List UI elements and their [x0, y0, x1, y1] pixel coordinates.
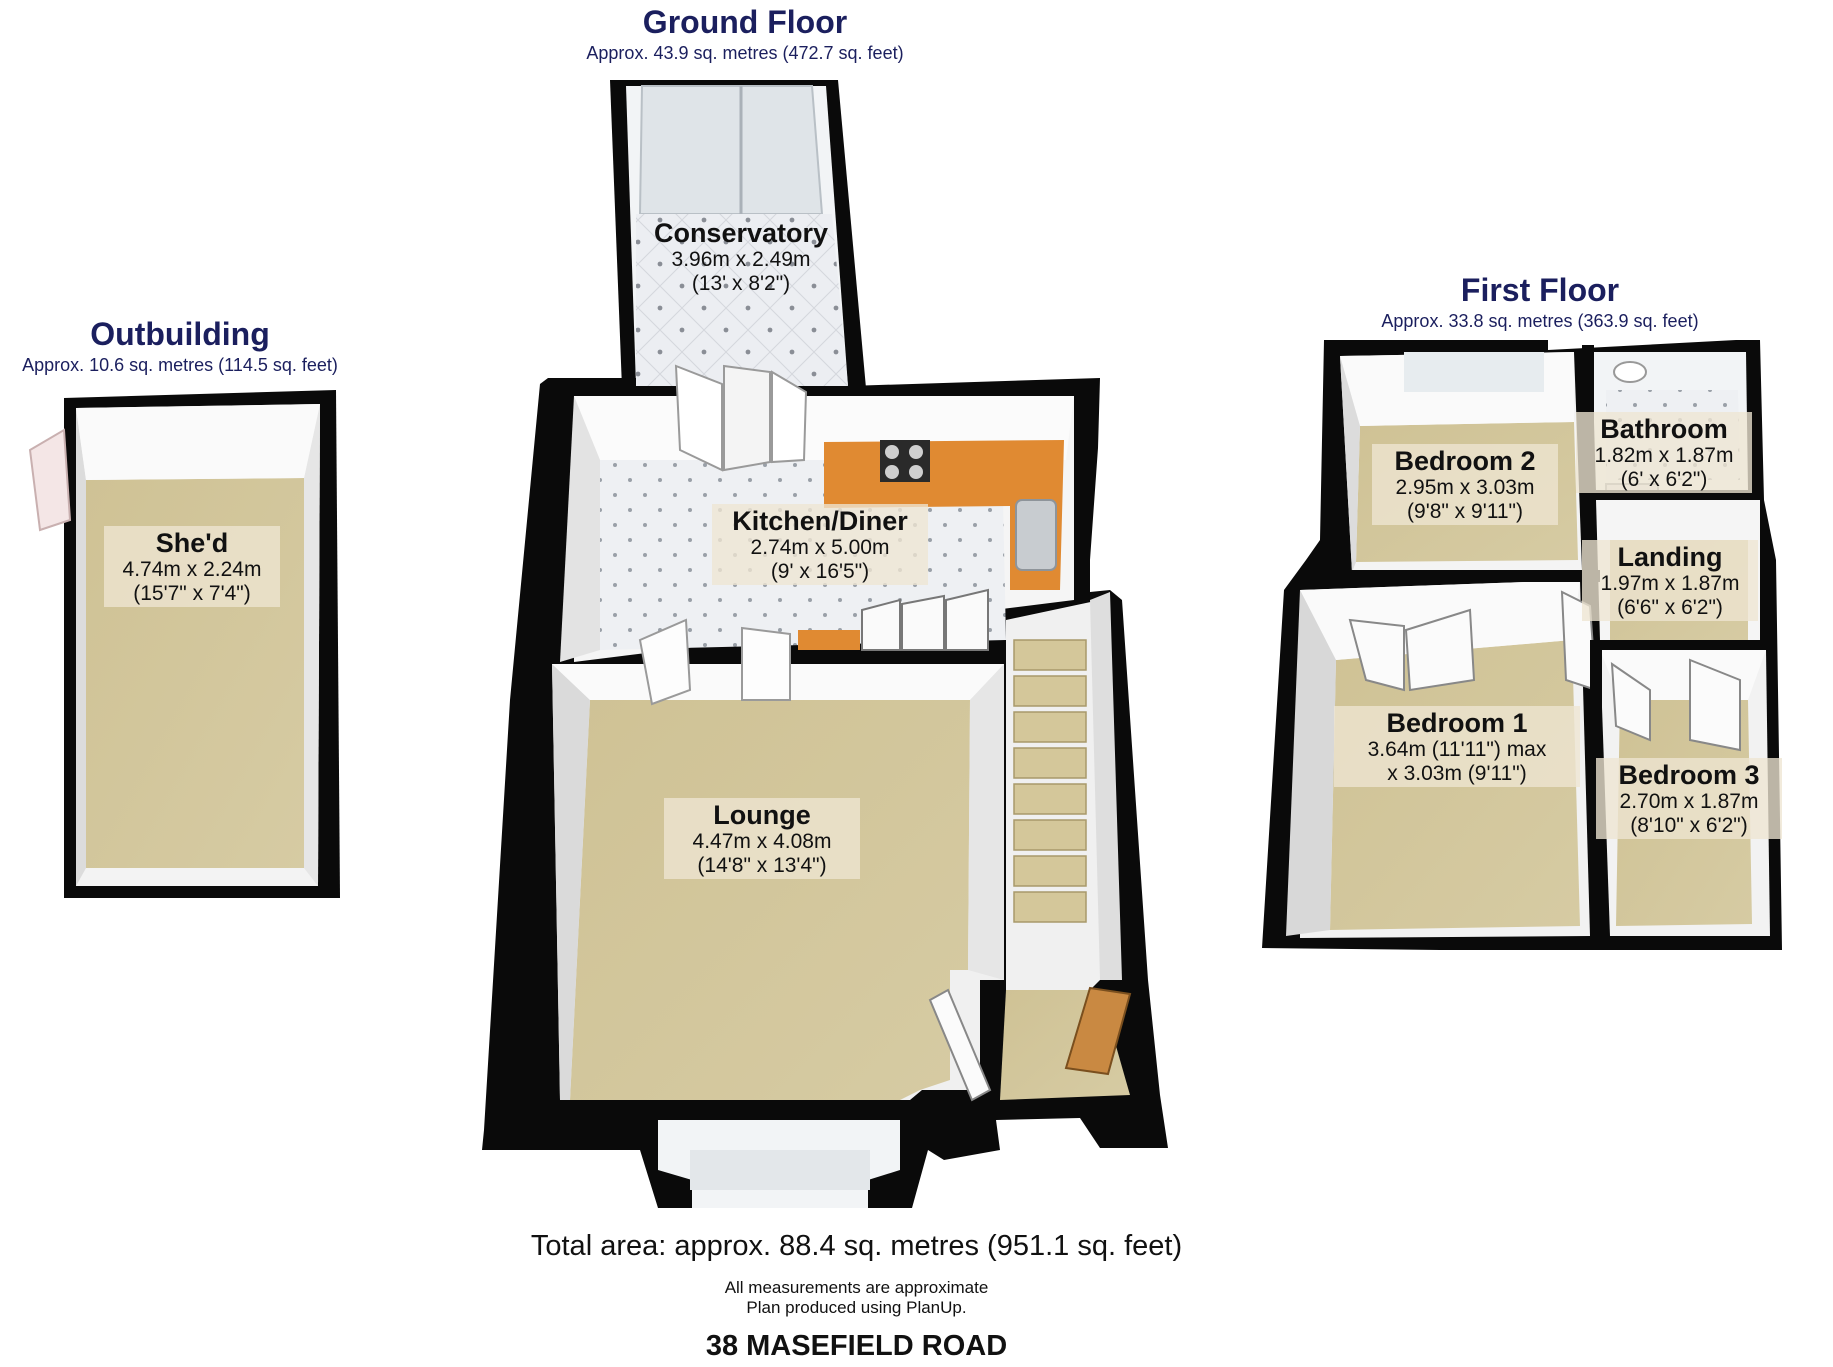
first-floor-area: Approx. 33.8 sq. metres (363.9 sq. feet) [1381, 311, 1699, 331]
room-label-landing: Landing 1.97m x 1.87m (6'6" x 6'2") [1582, 540, 1758, 622]
room-name: Lounge [713, 800, 811, 830]
room-name: Bedroom 2 [1394, 446, 1536, 476]
room-dim-metric: 3.64m (11'11") max [1367, 738, 1547, 762]
room-dim-metric: 2.95m x 3.03m [1395, 476, 1535, 500]
room-dim-imperial: (9' x 16'5") [770, 559, 870, 583]
room-dim-metric: 1.82m x 1.87m [1594, 444, 1734, 468]
room-dim-imperial: (13' x 8'2") [691, 271, 791, 295]
total-area: Total area: approx. 88.4 sq. metres (951… [530, 1230, 1183, 1262]
room-dim-metric: 4.74m x 2.24m [122, 558, 262, 582]
room-label-bedroom-1: Bedroom 1 3.64m (11'11") max x 3.03m (9'… [1334, 706, 1580, 788]
ground-floor-title: Ground Floor [642, 4, 848, 40]
room-label-bathroom: Bathroom 1.82m x 1.87m (6' x 6'2") [1576, 412, 1752, 494]
room-name: Kitchen/Diner [732, 506, 908, 536]
room-dim-imperial: (9'8" x 9'11") [1407, 499, 1523, 523]
measurement-note: All measurements are approximate [724, 1278, 989, 1297]
room-dim-metric: 4.47m x 4.08m [692, 830, 832, 854]
room-dim-imperial: (14'8" x 13'4") [697, 853, 827, 877]
room-name: Conservatory [653, 218, 829, 248]
room-label-sheed: She'd 4.74m x 2.24m (15'7" x 7'4") [104, 526, 280, 608]
room-label-bedroom-3: Bedroom 3 2.70m x 1.87m (8'10" x 6'2") [1596, 758, 1782, 840]
room-label-bedroom-2: Bedroom 2 2.95m x 3.03m (9'8" x 9'11") [1372, 444, 1558, 526]
room-dim-imperial: (6' x 6'2") [1620, 467, 1708, 491]
room-name: She'd [155, 528, 229, 558]
room-dim-imperial: x 3.03m (9'11") [1387, 761, 1527, 785]
room-name: Bedroom 1 [1386, 708, 1528, 738]
outbuilding-title: Outbuilding [90, 316, 270, 352]
room-name: Bathroom [1600, 414, 1728, 444]
planup-note: Plan produced using PlanUp. [746, 1298, 967, 1317]
property-address: 38 MASEFIELD ROAD [705, 1330, 1008, 1362]
room-dim-imperial: (6'6" x 6'2") [1617, 595, 1723, 619]
room-label-lounge: Lounge 4.47m x 4.08m (14'8" x 13'4") [664, 798, 860, 880]
shed-walls [28, 390, 340, 898]
room-name: Landing [1617, 542, 1723, 572]
outbuilding-area: Approx. 10.6 sq. metres (114.5 sq. feet) [22, 355, 338, 375]
room-name: Bedroom 3 [1618, 760, 1760, 790]
room-dim-metric: 3.96m x 2.49m [671, 248, 811, 272]
first-floor-title: First Floor [1460, 272, 1620, 308]
room-dim-imperial: (15'7" x 7'4") [133, 581, 251, 605]
room-dim-metric: 1.97m x 1.87m [1600, 572, 1740, 596]
room-dim-metric: 2.70m x 1.87m [1619, 790, 1759, 814]
room-label-conservatory: Conservatory 3.96m x 2.49m (13' x 8'2") [628, 216, 854, 297]
room-dim-metric: 2.74m x 5.00m [750, 536, 890, 560]
room-label-kitchen-diner: Kitchen/Diner 2.74m x 5.00m (9' x 16'5") [712, 504, 928, 586]
ground-floor-area: Approx. 43.9 sq. metres (472.7 sq. feet) [586, 43, 904, 63]
room-dim-imperial: (8'10" x 6'2") [1630, 813, 1748, 837]
